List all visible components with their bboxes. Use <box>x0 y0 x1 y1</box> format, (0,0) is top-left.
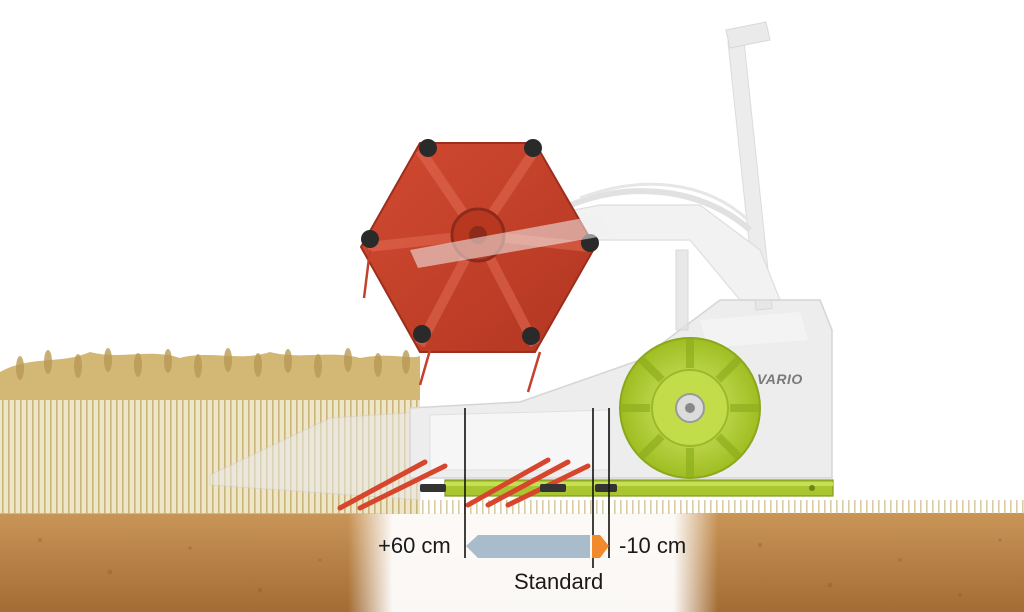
soil-ground <box>0 513 1024 612</box>
backward-range-label: -10 cm <box>619 533 687 558</box>
tine-mounts <box>420 484 617 492</box>
reel-hexagon <box>359 139 610 393</box>
reel-tine-bearings <box>361 139 599 345</box>
vario-logo: VARIO <box>757 371 803 387</box>
forward-range-label: +60 cm <box>378 533 451 558</box>
feeder-drum <box>619 337 761 479</box>
standard-position-label: Standard <box>514 569 604 594</box>
adjustment-range-indicator <box>466 535 609 558</box>
